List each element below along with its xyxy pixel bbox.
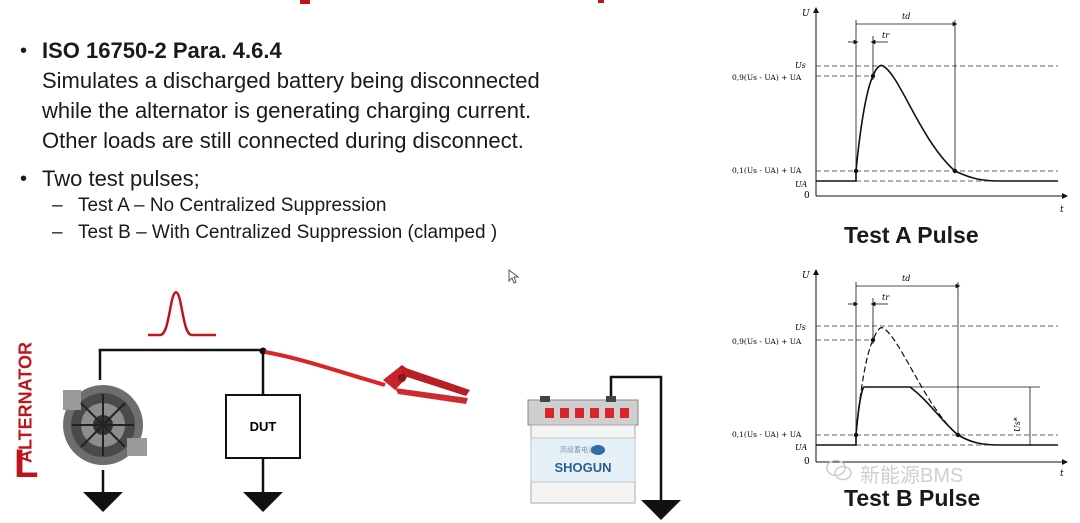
axis-y-label: U xyxy=(802,271,810,281)
graph-test-a: U t 0 Us 0,9(Us - UA) + UA 0,1(Us - UA) … xyxy=(732,7,1068,215)
sub-item-test-a: – Test A – No Centralized Suppression xyxy=(20,192,660,219)
bullet-pulses: • Two test pulses; xyxy=(20,166,660,192)
bullet-dot-icon: • xyxy=(20,40,28,62)
battery-small-text: 高级蓄电池 xyxy=(560,445,595,454)
bullet-dot-icon: • xyxy=(20,168,28,190)
bullet-heading: Two test pulses; xyxy=(42,166,200,191)
circuit-diagram: DUT 高级蓄电池 SHOGUN xyxy=(63,291,681,520)
level-us: Us xyxy=(795,323,806,332)
axis-x-label: t xyxy=(1060,469,1064,479)
origin-label: 0 xyxy=(804,457,810,467)
axis-y-label: U xyxy=(802,9,810,19)
level-10: 0,1(Us - UA) + UA xyxy=(732,166,802,175)
ground-icon xyxy=(243,492,283,512)
dut-box xyxy=(225,394,301,459)
dash-icon: – xyxy=(52,195,63,216)
title-fragment xyxy=(598,0,604,3)
bullet-iso: • ISO 16750-2 Para. 4.6.4 Simulates a di… xyxy=(20,36,660,156)
caption-test-a: Test A Pulse xyxy=(844,222,979,248)
sub-item-test-b: – Test B – With Centralized Suppression … xyxy=(20,219,660,246)
level-90: 0,9(Us - UA) + UA xyxy=(732,73,802,82)
dut-label: DUT xyxy=(250,419,277,434)
sub-item-text: Test A – No Centralized Suppression xyxy=(78,195,387,216)
bullet-line: Other loads are still connected during d… xyxy=(42,128,524,153)
graph-test-b: U t 0 Us 0,9(Us - UA) + UA 0,1(Us - UA) … xyxy=(732,269,1068,479)
tr-label: tr xyxy=(882,293,890,302)
level-ua: UA xyxy=(795,443,807,452)
watermark-text: 新能源BMS xyxy=(860,465,964,487)
alternator-label-initial: L xyxy=(14,442,39,486)
level-90: 0,9(Us - UA) + UA xyxy=(732,337,802,346)
bullet-line: Simulates a discharged battery being dis… xyxy=(42,68,540,93)
tr-label: tr xyxy=(882,31,890,40)
level-10: 0,1(Us - UA) + UA xyxy=(732,430,802,439)
caption-test-b: Test B Pulse xyxy=(844,485,981,511)
alligator-clip-icon xyxy=(383,365,470,404)
level-us-star: Us* xyxy=(1013,417,1022,432)
mouse-cursor-icon xyxy=(508,269,520,284)
clamped-curve xyxy=(816,386,1058,446)
dash-icon: – xyxy=(52,222,63,243)
td-label: td xyxy=(902,12,910,21)
pulse-icon xyxy=(148,291,216,337)
ground-icon xyxy=(641,500,681,520)
td-label: td xyxy=(902,274,910,283)
red-cable xyxy=(264,350,386,387)
pulse-curve xyxy=(816,64,1058,182)
alternator-image xyxy=(63,385,147,465)
sub-item-text: Test B – With Centralized Suppression (c… xyxy=(78,222,498,243)
bullet-list: • ISO 16750-2 Para. 4.6.4 Simulates a di… xyxy=(20,36,660,246)
axis-x-label: t xyxy=(1060,205,1064,215)
level-ua: UA xyxy=(795,180,807,189)
ground-icon xyxy=(83,492,123,512)
unclamped-curve xyxy=(855,327,959,436)
bullet-line: while the alternator is generating charg… xyxy=(42,98,532,123)
origin-label: 0 xyxy=(804,191,810,201)
title-fragment xyxy=(300,0,310,4)
wechat-icon xyxy=(826,459,852,481)
battery-brand: SHOGUN xyxy=(554,460,611,475)
battery-image: 高级蓄电池 SHOGUN xyxy=(527,396,639,504)
alternator-label: ALTERNATOR L xyxy=(14,340,44,485)
bullet-heading: ISO 16750-2 Para. 4.6.4 xyxy=(42,38,282,63)
main-wire xyxy=(98,348,263,352)
level-us: Us xyxy=(795,61,806,70)
